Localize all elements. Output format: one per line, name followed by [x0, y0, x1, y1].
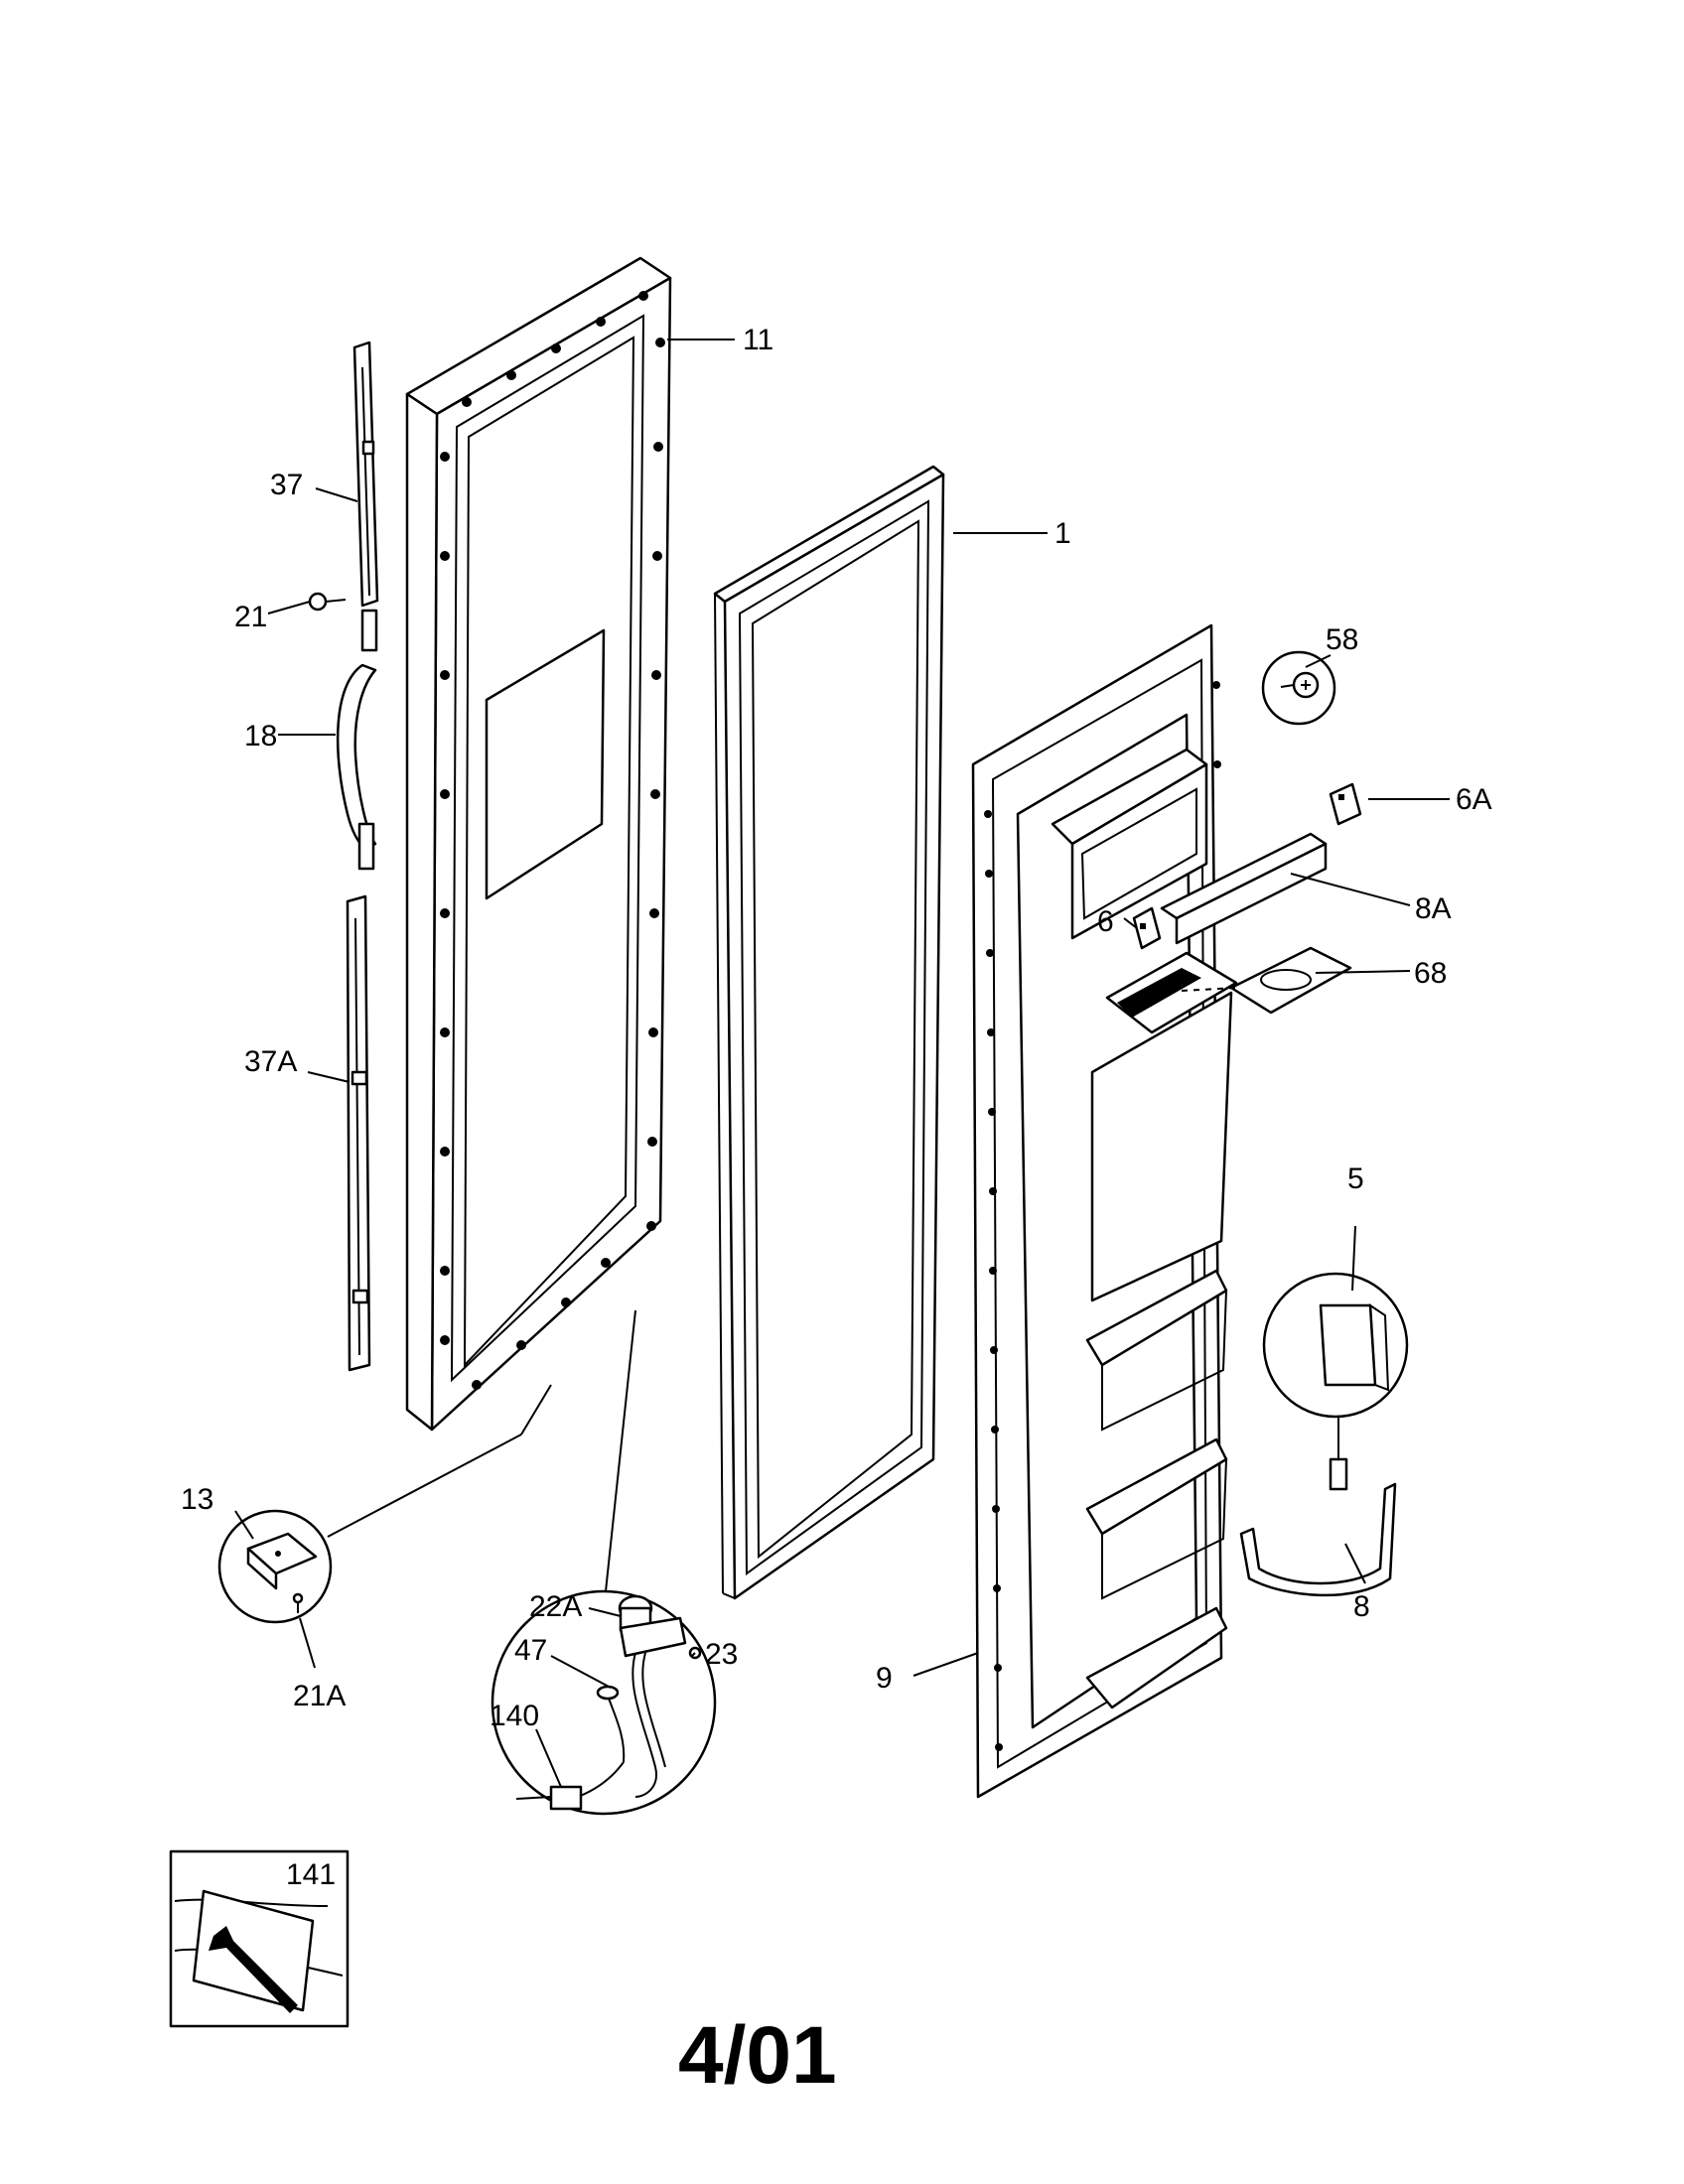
- label-part-8: 8: [1353, 1590, 1370, 1623]
- kit-inset-part-141: [169, 1849, 350, 2028]
- label-part-5: 5: [1347, 1162, 1364, 1195]
- door-gasket-part-1: [713, 465, 945, 1600]
- hinge-callout-part-13: [217, 1509, 333, 1624]
- leader-lines: [234, 339, 1450, 1788]
- label-part-18: 18: [244, 720, 277, 752]
- part-number-labels: 11 1 37 21 18 37A 58 6A 8A 6 68 5 13 21A…: [181, 324, 1492, 1891]
- bracket-part-8: [1239, 1457, 1397, 1597]
- channel-part-8a: [1160, 832, 1328, 945]
- door-handle-part-18: [336, 609, 378, 871]
- door-frame-part-11: [405, 256, 672, 1432]
- frame-screw-holes: [440, 291, 665, 1390]
- screw-part-21: [308, 592, 347, 612]
- label-part-141: 141: [286, 1858, 336, 1891]
- label-part-47: 47: [514, 1634, 547, 1667]
- label-part-58: 58: [1326, 623, 1358, 656]
- label-part-23: 23: [705, 1638, 738, 1671]
- liner-screw-holes: [984, 681, 1221, 1751]
- screw-callout-part-58: [1261, 650, 1336, 726]
- label-part-68: 68: [1414, 957, 1447, 990]
- dispenser-cup-part-68: [1181, 946, 1352, 1015]
- inner-door-liner-part-9: [971, 623, 1238, 1799]
- upper-trim-part-37: [352, 341, 379, 608]
- label-part-13: 13: [181, 1483, 213, 1516]
- label-part-37: 37: [270, 469, 303, 501]
- label-part-1: 1: [1054, 517, 1071, 550]
- bracket-part-6a: [1329, 782, 1362, 826]
- clip-callout-part-5: [1262, 1272, 1409, 1459]
- bracket-part-6: [1132, 906, 1162, 950]
- label-part-9: 9: [876, 1662, 893, 1695]
- label-part-11: 11: [743, 324, 773, 356]
- label-part-8a: 8A: [1415, 892, 1452, 925]
- label-part-22a: 22A: [529, 1590, 582, 1623]
- label-part-140: 140: [490, 1700, 539, 1732]
- lower-trim-part-37a: [346, 894, 371, 1372]
- label-part-21: 21: [234, 601, 267, 633]
- diagram-date-code: 4/01: [678, 2010, 837, 2101]
- label-part-6: 6: [1097, 905, 1114, 938]
- label-part-21a: 21A: [293, 1680, 346, 1712]
- label-part-37a: 37A: [244, 1045, 297, 1078]
- label-part-6a: 6A: [1456, 783, 1492, 816]
